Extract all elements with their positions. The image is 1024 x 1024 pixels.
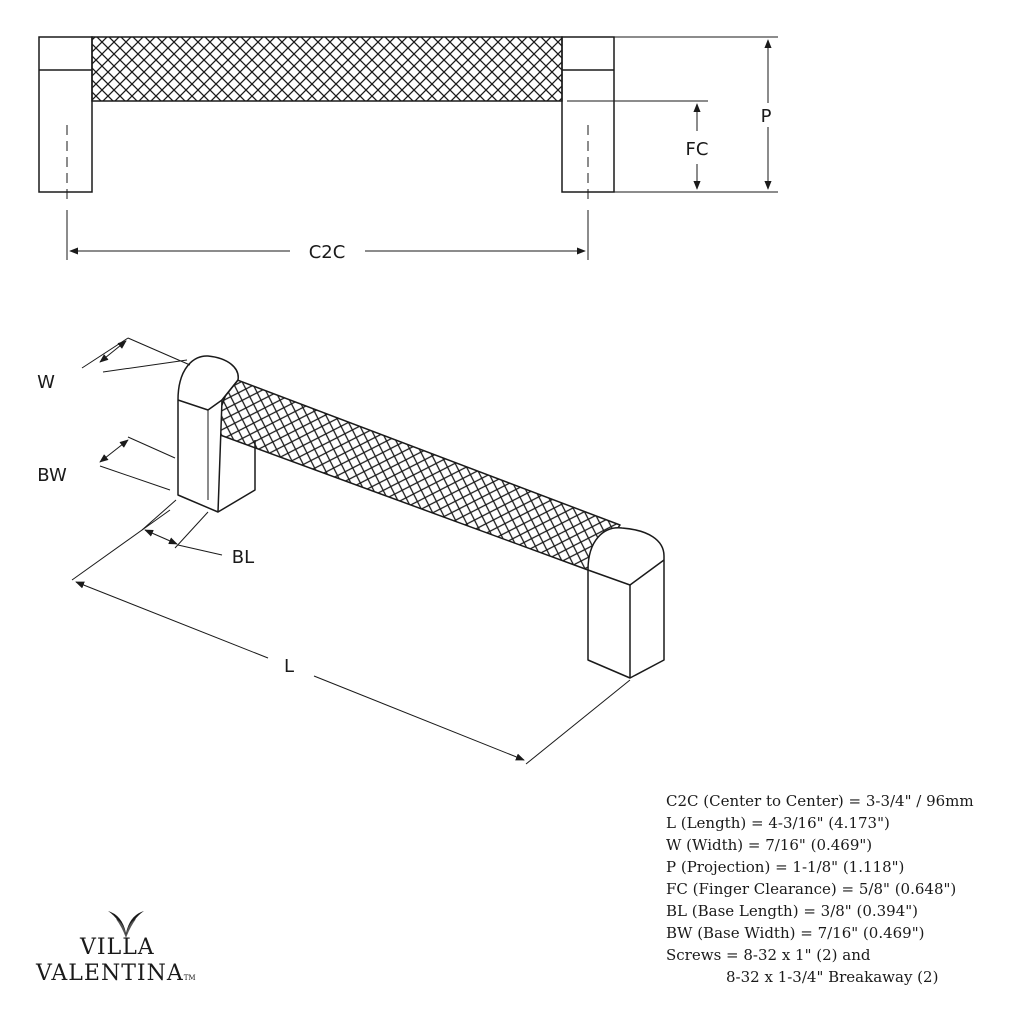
left-post [38,36,93,193]
spec-base-width: BW (Base Width) = 7/16" (0.469") [666,924,925,942]
base-width-dimension [99,439,129,463]
width-dimension [99,340,127,363]
brand-name-line1: VILLA [80,935,155,960]
brand-logo: VILLA VALENTINATM [36,905,216,995]
label-width: W [37,372,55,393]
logo-mark-icon [108,911,144,938]
iso-knurled-bar [211,377,621,571]
top-view [38,36,778,260]
iso-right-post [587,527,665,679]
base-length-dimension [144,529,178,545]
specifications-list: C2C (Center to Center) = 3-3/4" / 96mm L… [666,790,974,988]
label-finger-clearance: FC [686,139,709,160]
label-projection: P [761,106,772,127]
trademark-mark: TM [183,974,196,982]
spec-width: W (Width) = 7/16" (0.469") [666,836,873,854]
label-base-width: BW [37,465,67,486]
right-post [561,36,615,193]
spec-screws-breakaway: 8-32 x 1-3/4" Breakaway (2) [726,968,939,986]
brand-name-line2: VALENTINATM [36,961,196,986]
spec-finger-clearance: FC (Finger Clearance) = 5/8" (0.648") [666,880,957,898]
spec-length: L (Length) = 4-3/16" (4.173") [666,814,890,832]
label-c2c: C2C [309,242,346,263]
knurled-bar [91,36,563,102]
label-length: L [284,656,294,677]
label-base-length: BL [232,547,254,568]
brand-name-line2-text: VALENTINA [36,961,184,986]
spec-screws: Screws = 8-32 x 1" (2) and [666,946,871,964]
spec-projection: P (Projection) = 1-1/8" (1.118") [666,858,905,876]
iso-view [71,337,665,765]
spec-c2c: C2C (Center to Center) = 3-3/4" / 96mm [666,792,974,810]
length-dimension [75,581,269,659]
spec-base-length: BL (Base Length) = 3/8" (0.394") [666,902,919,920]
